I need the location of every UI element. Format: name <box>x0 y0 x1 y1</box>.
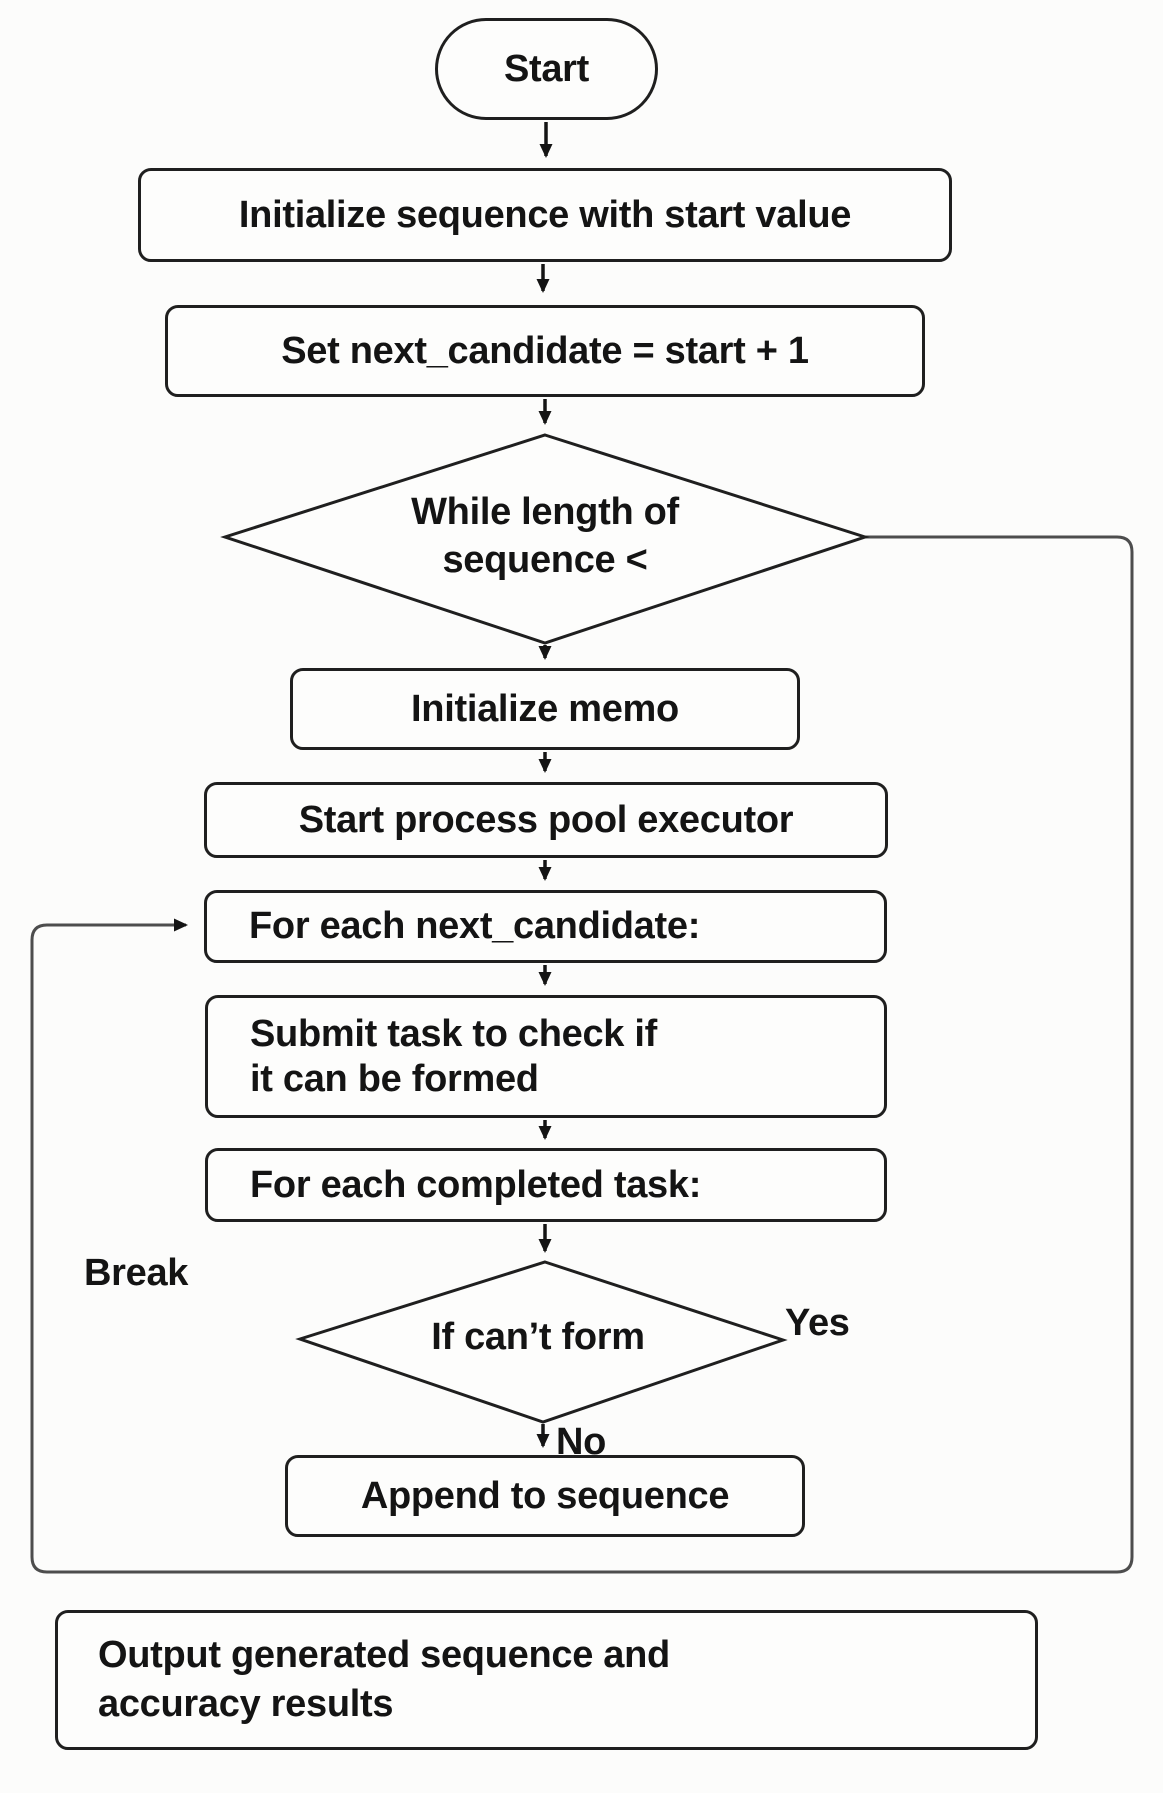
output-results-node: Output generated sequence and accuracy r… <box>55 1610 1038 1750</box>
set-candidate-node: Set next_candidate = start + 1 <box>165 305 925 397</box>
submit-task-node: Submit task to check if it can be formed <box>205 995 887 1118</box>
while-decision-label: While length of sequence < <box>345 489 745 584</box>
output-results-label-line1: Output generated sequence and <box>98 1633 670 1676</box>
while-decision-diamond <box>220 433 870 645</box>
init-sequence-node: Initialize sequence with start value <box>138 168 952 262</box>
for-each-candidate-node: For each next_candidate: <box>204 890 887 963</box>
submit-task-label-line1: Submit task to check if <box>250 1012 657 1055</box>
if-cant-form-decision-diamond <box>295 1260 788 1424</box>
start-terminator-node: Start <box>435 18 658 120</box>
append-sequence-node: Append to sequence <box>285 1455 805 1537</box>
for-each-completed-node: For each completed task: <box>205 1148 887 1222</box>
loop-break-connector <box>30 535 1134 1574</box>
edge-label-no: No <box>556 1421 607 1463</box>
while-decision-label-line2: sequence < <box>442 538 648 581</box>
edge-label-break: Break <box>84 1252 189 1294</box>
output-results-label-line2: accuracy results <box>98 1683 394 1725</box>
submit-task-label-line2: it can be formed <box>250 1057 539 1100</box>
start-pool-node: Start process pool executor <box>204 782 888 858</box>
while-decision-label-line1: While length of <box>411 491 679 533</box>
init-memo-node: Initialize memo <box>290 668 800 750</box>
if-cant-form-label: If can’t form <box>431 1316 645 1358</box>
edge-label-yes: Yes <box>785 1302 850 1344</box>
